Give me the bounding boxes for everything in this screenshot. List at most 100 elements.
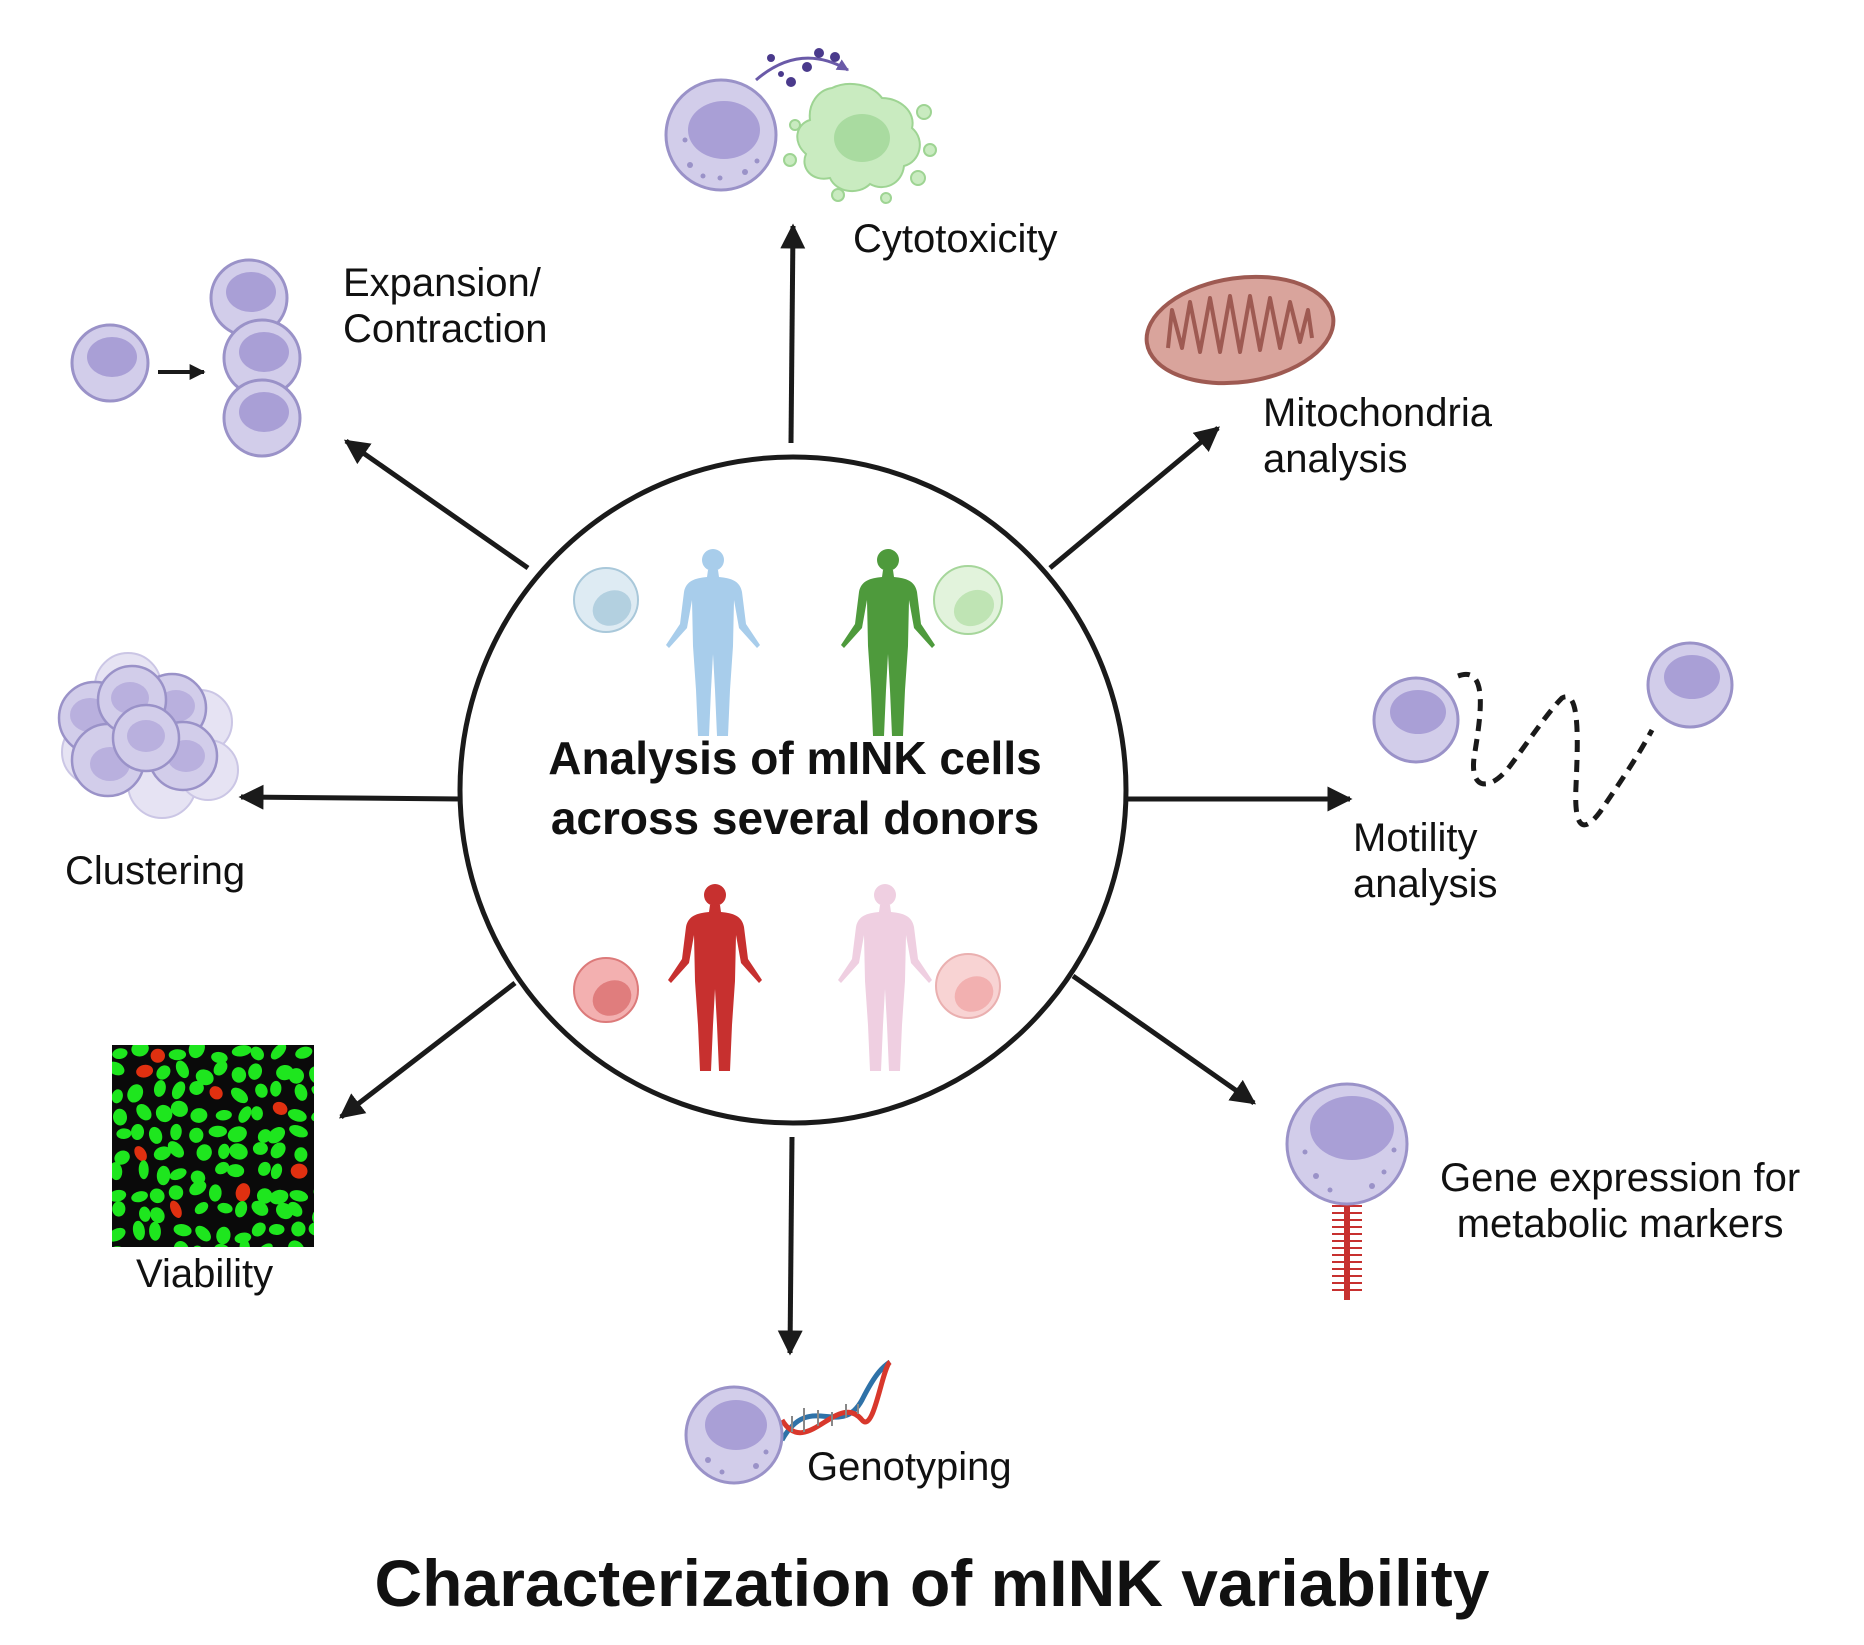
live-cell xyxy=(173,1223,192,1237)
live-cell xyxy=(314,1125,332,1146)
live-cell xyxy=(168,1049,187,1061)
live-cell xyxy=(248,1063,263,1080)
dead-cell xyxy=(290,1163,308,1179)
live-cell xyxy=(239,1239,251,1247)
live-cell xyxy=(230,1087,249,1104)
live-cell xyxy=(131,1045,149,1057)
live-cell xyxy=(189,1180,207,1196)
live-cell xyxy=(227,1126,247,1143)
live-cell xyxy=(208,1125,227,1138)
live-cell xyxy=(218,1143,230,1160)
dead-cell xyxy=(272,1101,288,1115)
dead-cell xyxy=(134,1146,147,1162)
live-cell xyxy=(289,1124,308,1138)
live-cell xyxy=(270,1045,287,1060)
live-cell xyxy=(132,1220,145,1241)
center-title: Analysis of mINK cells across several do… xyxy=(548,732,1042,844)
live-cell xyxy=(211,1051,228,1064)
donor-cell-blue xyxy=(573,567,639,633)
live-cell xyxy=(173,1241,190,1247)
live-cell xyxy=(217,1202,233,1214)
cytotoxicity-icon xyxy=(664,48,937,204)
motility-label: Motility analysis xyxy=(1353,816,1498,906)
clustering-icon xyxy=(57,652,239,819)
live-cell xyxy=(189,1127,204,1143)
live-cell xyxy=(267,1126,286,1144)
donor-cell-green xyxy=(933,565,1003,635)
live-cell xyxy=(195,1069,214,1086)
donor-cell-red xyxy=(573,957,639,1023)
live-cell xyxy=(287,1109,307,1122)
mitochondria-label: Mitochondria analysis xyxy=(1263,391,1493,481)
live-cell xyxy=(270,1163,283,1180)
expansion-contraction-label: Expansion/ Contraction xyxy=(343,261,548,351)
live-cell xyxy=(309,1066,314,1084)
live-cell xyxy=(112,1227,126,1242)
live-cell xyxy=(112,1201,126,1217)
live-cell xyxy=(156,1065,171,1080)
live-cell xyxy=(294,1083,308,1101)
donor-cells xyxy=(573,565,1003,1023)
live-cell xyxy=(289,1190,309,1202)
live-cell xyxy=(190,1108,208,1123)
live-cell xyxy=(139,1206,151,1222)
live-cell xyxy=(291,1221,306,1237)
live-cell xyxy=(170,1123,182,1141)
live-cell xyxy=(313,1184,314,1199)
live-cell xyxy=(238,1106,252,1123)
dead-cell xyxy=(209,1086,223,1100)
genotyping-label: Genotyping xyxy=(807,1445,1012,1489)
live-cell xyxy=(148,1126,163,1144)
live-cell xyxy=(215,1161,230,1175)
live-cell xyxy=(195,1225,211,1242)
live-cell xyxy=(255,1083,268,1098)
live-cell xyxy=(231,1067,247,1083)
live-cell xyxy=(153,1080,166,1097)
live-cell xyxy=(167,1141,184,1158)
live-cell xyxy=(112,1089,123,1104)
live-cell xyxy=(194,1202,209,1215)
genotyping-icon xyxy=(684,1359,893,1485)
live-cell xyxy=(149,1221,161,1241)
live-cell xyxy=(175,1060,189,1079)
live-cell xyxy=(196,1144,212,1161)
live-cell xyxy=(231,1045,252,1057)
live-cell xyxy=(131,1191,148,1203)
live-cell xyxy=(189,1081,204,1095)
live-cell xyxy=(308,1222,314,1236)
live-cell xyxy=(171,1081,186,1100)
dead-cell xyxy=(169,1200,182,1218)
live-cell xyxy=(288,1068,305,1084)
gene-expression-label: Gene expression for metabolic markers xyxy=(1440,1156,1801,1246)
live-cell xyxy=(269,1189,289,1205)
viability-label: Viability xyxy=(136,1252,274,1296)
live-cell xyxy=(287,1201,303,1217)
mitochondria-icon xyxy=(1144,274,1336,386)
live-cell xyxy=(208,1184,222,1202)
live-cell xyxy=(273,1248,291,1267)
motility-icon xyxy=(1372,641,1734,828)
live-cell xyxy=(216,1226,231,1245)
live-cell xyxy=(251,1222,266,1237)
live-cell xyxy=(112,1048,128,1059)
live-cell xyxy=(250,1046,264,1061)
live-cell xyxy=(235,1200,248,1218)
live-cell xyxy=(138,1160,149,1180)
live-cell xyxy=(268,1223,285,1236)
live-cell xyxy=(270,1142,286,1159)
cytotoxicity-label: Cytotoxicity xyxy=(853,217,1058,261)
live-cell xyxy=(229,1143,248,1160)
live-cell xyxy=(314,1048,331,1061)
live-cell xyxy=(156,1165,171,1186)
live-cell xyxy=(314,1168,334,1182)
live-cell xyxy=(251,1106,263,1121)
viability-icon xyxy=(112,1045,334,1267)
dead-cell xyxy=(150,1048,165,1063)
live-cell xyxy=(251,1200,269,1216)
live-cell xyxy=(153,1146,171,1161)
live-cell xyxy=(227,1164,245,1178)
live-cell xyxy=(114,1150,130,1165)
live-cell xyxy=(112,1189,127,1202)
live-cell xyxy=(213,1060,228,1076)
